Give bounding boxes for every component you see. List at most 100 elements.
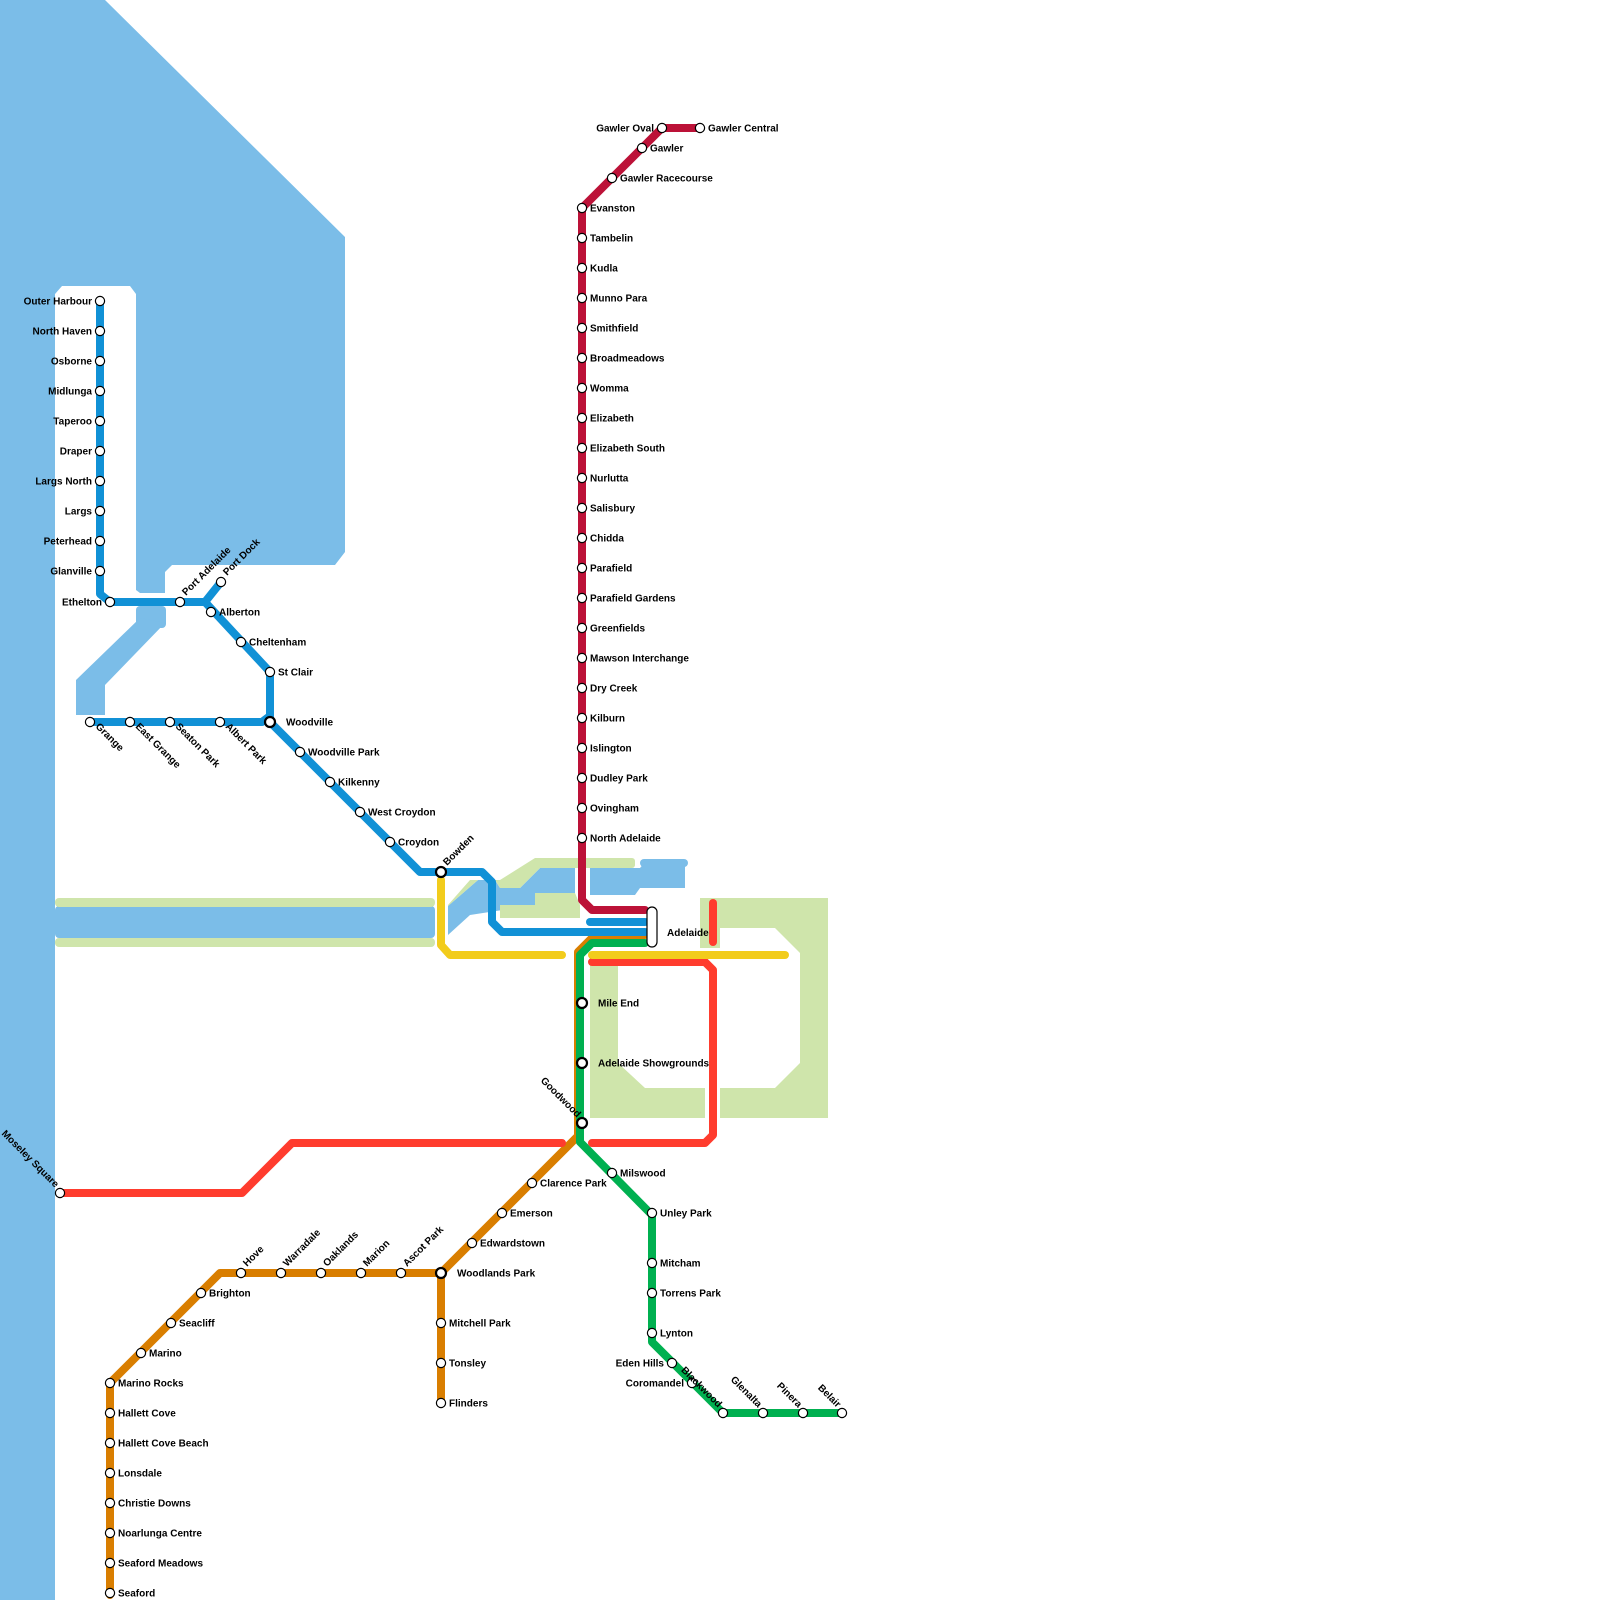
station-midlunga-marker[interactable]: [94, 385, 106, 397]
station-noarlunga-centre-marker[interactable]: [104, 1527, 116, 1539]
station-woodville-park-marker[interactable]: [294, 746, 306, 758]
station-dry-creek-marker[interactable]: [576, 682, 588, 694]
station-emerson-marker[interactable]: [496, 1207, 508, 1219]
station-warradale-marker[interactable]: [275, 1267, 287, 1279]
station-salisbury-marker[interactable]: [576, 502, 588, 514]
station-evanston-marker[interactable]: [576, 202, 588, 214]
station-torrens-park-marker[interactable]: [646, 1287, 658, 1299]
station-cheltenham-marker[interactable]: [235, 636, 247, 648]
line-belair[interactable]: [576, 939, 846, 1417]
station-flinders-marker[interactable]: [435, 1397, 447, 1409]
station-east-grange-marker[interactable]: [124, 716, 136, 728]
station-outer-harbour-marker[interactable]: [94, 295, 106, 307]
adelaide-terminus[interactable]: [646, 906, 658, 948]
station-largs-north-marker[interactable]: [94, 475, 106, 487]
adelaide-station-marker[interactable]: [646, 906, 658, 948]
station-munno-para-marker[interactable]: [576, 292, 588, 304]
station-hove-marker[interactable]: [235, 1267, 247, 1279]
station-west-croydon-marker[interactable]: [354, 806, 366, 818]
station-unley-park-marker[interactable]: [646, 1207, 658, 1219]
station-edwardstown-marker[interactable]: [466, 1237, 478, 1249]
station-gawler-marker[interactable]: [636, 142, 648, 154]
station-lonsdale-marker[interactable]: [104, 1467, 116, 1479]
station-kilburn-marker[interactable]: [576, 712, 588, 724]
station-ascot-park-marker[interactable]: [395, 1267, 407, 1279]
station-glenalta-marker[interactable]: [757, 1407, 769, 1419]
parkland-city-west: [500, 893, 580, 918]
station-mawson-interchange-marker[interactable]: [576, 652, 588, 664]
station-seaton-park-marker[interactable]: [164, 716, 176, 728]
station-eden-hills-marker[interactable]: [666, 1357, 678, 1369]
station-nurlutta-marker[interactable]: [576, 472, 588, 484]
station-ethelton-marker[interactable]: [104, 596, 116, 608]
station-milswood-marker[interactable]: [606, 1167, 618, 1179]
station-glanville-marker[interactable]: [94, 565, 106, 577]
station-pinera-marker[interactable]: [797, 1407, 809, 1419]
station-osborne-marker[interactable]: [94, 355, 106, 367]
station-peterhead-marker[interactable]: [94, 535, 106, 547]
line-seaford[interactable]: [106, 931, 649, 1599]
station-greenfields-marker[interactable]: [576, 622, 588, 634]
station-brighton-marker[interactable]: [195, 1287, 207, 1299]
station-gawler-central-marker[interactable]: [694, 122, 706, 134]
station-adelaide-showgrounds-marker[interactable]: [575, 1056, 589, 1070]
station-mile-end-marker[interactable]: [575, 996, 589, 1010]
station-moseley-square-marker[interactable]: [54, 1187, 66, 1199]
station-croydon-marker[interactable]: [384, 836, 396, 848]
station-alberton-marker[interactable]: [205, 606, 217, 618]
station-tonsley-marker[interactable]: [435, 1357, 447, 1369]
station-seaford-meadows-marker[interactable]: [104, 1557, 116, 1569]
station-marino-rocks-marker[interactable]: [104, 1377, 116, 1389]
station-st-clair-marker[interactable]: [264, 666, 276, 678]
station-port-dock-marker[interactable]: [215, 576, 227, 588]
station-parafield-gardens-marker[interactable]: [576, 592, 588, 604]
station-smithfield-marker[interactable]: [576, 322, 588, 334]
station-oaklands-marker[interactable]: [315, 1267, 327, 1279]
station-north-adelaide-marker[interactable]: [576, 832, 588, 844]
station-goodwood-marker[interactable]: [575, 1116, 589, 1130]
line-gawler[interactable]: [578, 124, 704, 914]
station-grange-marker[interactable]: [84, 716, 96, 728]
station-marion-marker[interactable]: [355, 1267, 367, 1279]
station-mitcham-marker[interactable]: [646, 1257, 658, 1269]
station-elizabeth-south-marker[interactable]: [576, 442, 588, 454]
station-seacliff-marker[interactable]: [165, 1317, 177, 1329]
station-bowden-marker[interactable]: [434, 865, 448, 879]
station-largs-marker[interactable]: [94, 505, 106, 517]
station-cheltenham-label: Cheltenham: [249, 638, 306, 649]
station-kilkenny-marker[interactable]: [324, 776, 336, 788]
station-seaford-marker[interactable]: [104, 1587, 116, 1599]
station-port-adelaide-marker[interactable]: [174, 596, 186, 608]
station-blackwood-marker[interactable]: [717, 1407, 729, 1419]
station-belair-marker[interactable]: [836, 1407, 848, 1419]
station-hallett-cove-beach-marker[interactable]: [104, 1437, 116, 1449]
station-clarence-park-marker[interactable]: [526, 1177, 538, 1189]
station-draper-marker[interactable]: [94, 445, 106, 457]
station-woodlands-park-marker[interactable]: [434, 1266, 448, 1280]
station-ovingham-marker[interactable]: [576, 802, 588, 814]
station-dudley-park-marker[interactable]: [576, 772, 588, 784]
station-tambelin-marker[interactable]: [576, 232, 588, 244]
station-gawler-oval-marker[interactable]: [656, 122, 668, 134]
station-albert-park-marker[interactable]: [214, 716, 226, 728]
station-christie-downs-marker[interactable]: [104, 1497, 116, 1509]
station-elizabeth-marker[interactable]: [576, 412, 588, 424]
station-coromandel-marker[interactable]: [686, 1377, 698, 1389]
station-womma-marker[interactable]: [576, 382, 588, 394]
tram-city-loop[interactable]: [588, 958, 717, 1147]
station-islington-marker[interactable]: [576, 742, 588, 754]
station-lynton-marker[interactable]: [646, 1327, 658, 1339]
station-woodville-marker[interactable]: [263, 715, 277, 729]
tram-city-bowden[interactable]: [437, 876, 566, 959]
tram-glenelg[interactable]: [56, 1139, 566, 1197]
station-chidda-marker[interactable]: [576, 532, 588, 544]
station-parafield-marker[interactable]: [576, 562, 588, 574]
station-hallett-cove-marker[interactable]: [104, 1407, 116, 1419]
station-marino-marker[interactable]: [135, 1347, 147, 1359]
station-taperoo-marker[interactable]: [94, 415, 106, 427]
station-kudla-marker[interactable]: [576, 262, 588, 274]
station-north-haven-marker[interactable]: [94, 325, 106, 337]
station-mitchell-park-marker[interactable]: [435, 1317, 447, 1329]
station-gawler-racecourse-marker[interactable]: [606, 172, 618, 184]
station-broadmeadows-marker[interactable]: [576, 352, 588, 364]
